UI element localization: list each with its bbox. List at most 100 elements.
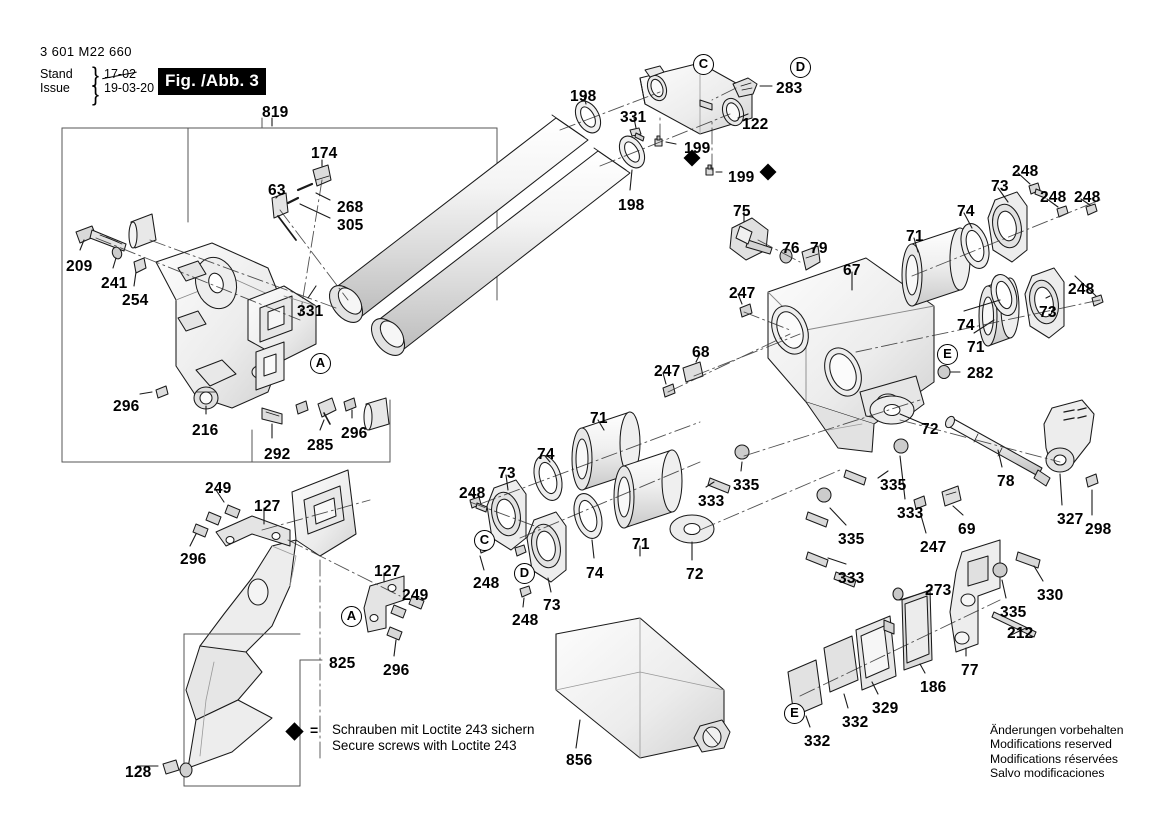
callout-75: 75	[733, 203, 751, 220]
date-superseded: 17-02	[104, 67, 136, 81]
callout-248: 248	[1040, 189, 1067, 206]
section-marker-a: A	[341, 606, 362, 627]
callout-71: 71	[590, 410, 608, 427]
callout-241: 241	[101, 275, 128, 292]
callout-333: 333	[698, 493, 725, 510]
callout-330: 330	[1037, 587, 1064, 604]
section-marker-a: A	[310, 353, 331, 374]
callout-327: 327	[1057, 511, 1084, 528]
section-marker-e: E	[937, 344, 958, 365]
revision-dates: 17-02 19-03-20	[104, 67, 155, 95]
callout-249: 249	[402, 587, 429, 604]
callout-335: 335	[733, 477, 760, 494]
callout-127: 127	[254, 498, 281, 515]
callout-819: 819	[262, 104, 289, 121]
callout-71: 71	[967, 339, 985, 356]
callout-268: 268	[337, 199, 364, 216]
section-marker-c: C	[693, 54, 714, 75]
callout-127: 127	[374, 563, 401, 580]
callout-73: 73	[1039, 304, 1057, 321]
callout-212: 212	[1007, 625, 1034, 642]
legend-text: Schrauben mit Loctite 243 sichern Secure…	[332, 722, 534, 754]
callout-292: 292	[264, 446, 291, 463]
callout-331: 331	[620, 109, 647, 126]
loctite-diamond-icon	[759, 163, 777, 181]
callout-333: 333	[897, 505, 924, 522]
callout-248: 248	[1068, 281, 1095, 298]
callout-174: 174	[311, 145, 338, 162]
callout-856: 856	[566, 752, 593, 769]
callout-74: 74	[586, 565, 604, 582]
callout-248: 248	[1074, 189, 1101, 206]
callout-209: 209	[66, 258, 93, 275]
section-marker-d: D	[790, 57, 811, 78]
callout-329: 329	[872, 700, 899, 717]
callout-296: 296	[180, 551, 207, 568]
callout-72: 72	[686, 566, 704, 583]
callout-71: 71	[632, 536, 650, 553]
callout-296: 296	[341, 425, 368, 442]
callout-71: 71	[906, 228, 924, 245]
label-stand: Stand	[40, 67, 73, 81]
callout-248: 248	[1012, 163, 1039, 180]
section-marker-e: E	[784, 703, 805, 724]
callout-122: 122	[742, 116, 769, 133]
callout-332: 332	[842, 714, 869, 731]
callout-273: 273	[925, 582, 952, 599]
section-marker-c: C	[474, 530, 495, 551]
callout-69: 69	[958, 521, 976, 538]
callout-247: 247	[729, 285, 756, 302]
callout-128: 128	[125, 764, 152, 781]
legend-line-en: Secure screws with Loctite 243	[332, 738, 517, 753]
callout-335: 335	[838, 531, 865, 548]
callout-74: 74	[537, 446, 555, 463]
section-marker-d: D	[514, 563, 535, 584]
disclaimer-fr: Modifications réservées	[990, 751, 1119, 766]
callout-73: 73	[991, 178, 1009, 195]
callout-74: 74	[957, 203, 975, 220]
callout-67: 67	[843, 262, 861, 279]
callout-249: 249	[205, 480, 232, 497]
legend-equals: =	[310, 722, 319, 738]
legend-line-de: Schrauben mit Loctite 243 sichern	[332, 722, 535, 737]
disclaimer-en: Modifications reserved	[990, 737, 1112, 752]
callout-296: 296	[113, 398, 140, 415]
callout-73: 73	[543, 597, 561, 614]
date-current: 19-03-20	[104, 80, 155, 95]
callout-77: 77	[961, 662, 979, 679]
disclaimer: Änderungen vorbehalten Modifications res…	[990, 723, 1124, 780]
callout-186: 186	[920, 679, 947, 696]
callout-296: 296	[383, 662, 410, 679]
callout-63: 63	[268, 182, 286, 199]
revision-labels: Stand Issue	[40, 67, 73, 95]
disclaimer-de: Änderungen vorbehalten	[990, 723, 1124, 737]
callout-74: 74	[957, 317, 975, 334]
callout-247: 247	[654, 363, 681, 380]
callout-199: 199	[728, 169, 755, 186]
callout-254: 254	[122, 292, 149, 309]
callout-76: 76	[782, 240, 800, 257]
part-number: 3 601 M22 660	[40, 44, 132, 59]
brace-glyph: }}	[92, 64, 100, 106]
callout-335: 335	[1000, 604, 1027, 621]
callout-333: 333	[838, 570, 865, 587]
callout-335: 335	[880, 477, 907, 494]
callout-248: 248	[512, 612, 539, 629]
callout-283: 283	[776, 80, 803, 97]
callout-68: 68	[692, 344, 710, 361]
callout-332: 332	[804, 733, 831, 750]
callout-825: 825	[329, 655, 356, 672]
callout-73: 73	[498, 465, 516, 482]
disclaimer-es: Salvo modificaciones	[990, 765, 1105, 780]
callout-285: 285	[307, 437, 334, 454]
label-issue: Issue	[40, 80, 70, 95]
callout-298: 298	[1085, 521, 1112, 538]
callout-247: 247	[920, 539, 947, 556]
callout-305: 305	[337, 217, 364, 234]
diamond-icon	[285, 722, 304, 741]
callout-216: 216	[192, 422, 219, 439]
callout-248: 248	[459, 485, 486, 502]
callout-198: 198	[618, 197, 645, 214]
